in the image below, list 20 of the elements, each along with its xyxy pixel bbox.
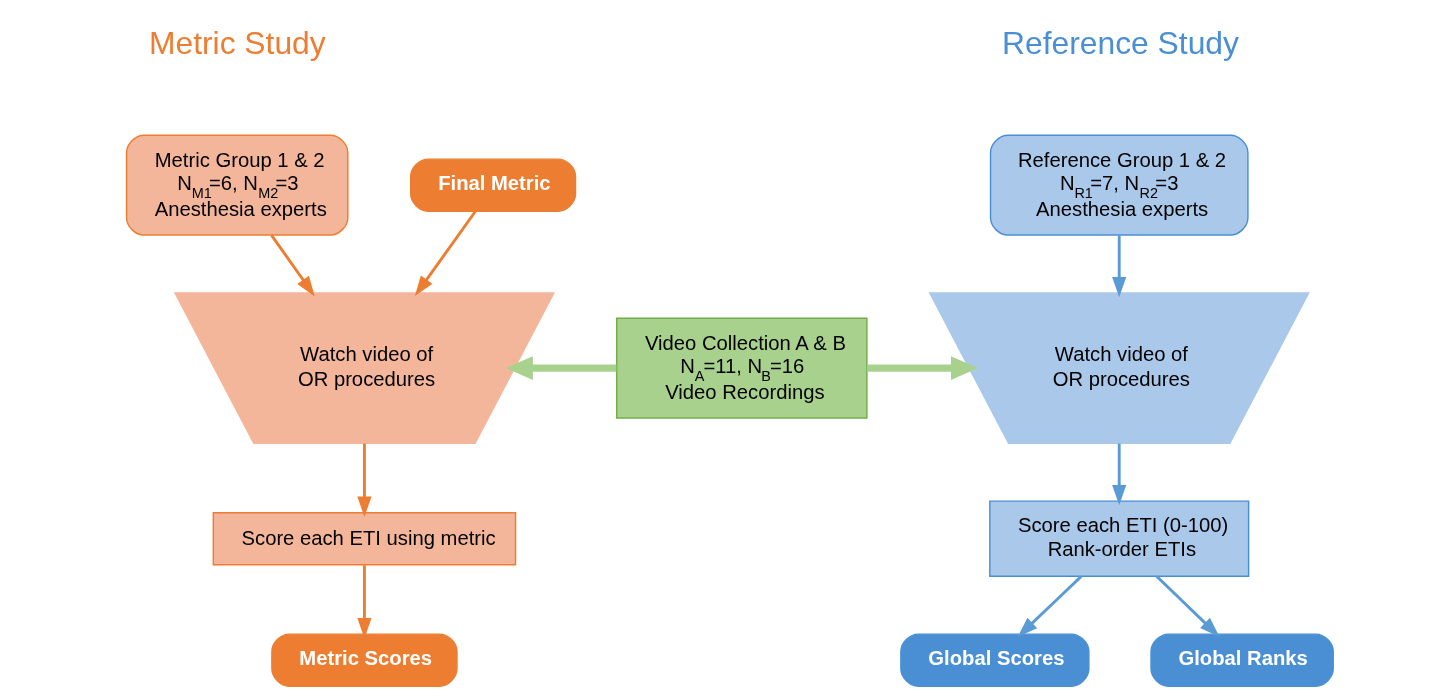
node-box: Global Scores	[899, 633, 1090, 687]
arrow	[414, 210, 477, 297]
node-box: Global Ranks	[1149, 633, 1334, 687]
node-box: Score each ETI (0-100) Rank-order ETIs	[988, 500, 1249, 577]
arrow	[505, 356, 616, 380]
arrow	[1111, 443, 1126, 506]
label: Reference Study	[1001, 24, 1239, 61]
arrow	[1017, 575, 1082, 637]
arrow	[1111, 235, 1126, 298]
node-box: Score each ETI using metric	[212, 511, 516, 566]
label: Metric Study	[148, 24, 326, 61]
arrow	[866, 356, 978, 380]
arrow	[269, 234, 315, 297]
node-box: Final Metric	[409, 158, 576, 212]
node-box: Reference Group 1 & 2 N$_{R1}$=7, N$_{R2}$=3 Anesthesia experts	[989, 134, 1249, 236]
arrow	[356, 443, 372, 517]
node-box: Video Collection A & B N$_{A}$=11, N$_{B}$=16 Video Recordings	[615, 317, 868, 419]
arrow	[1155, 575, 1220, 637]
node-box: Metric Group 1 & 2 N$_{M1}$=6, N$_{M2}$=3 Anesthesia experts	[125, 134, 349, 236]
node-box: Metric Scores	[270, 633, 458, 687]
